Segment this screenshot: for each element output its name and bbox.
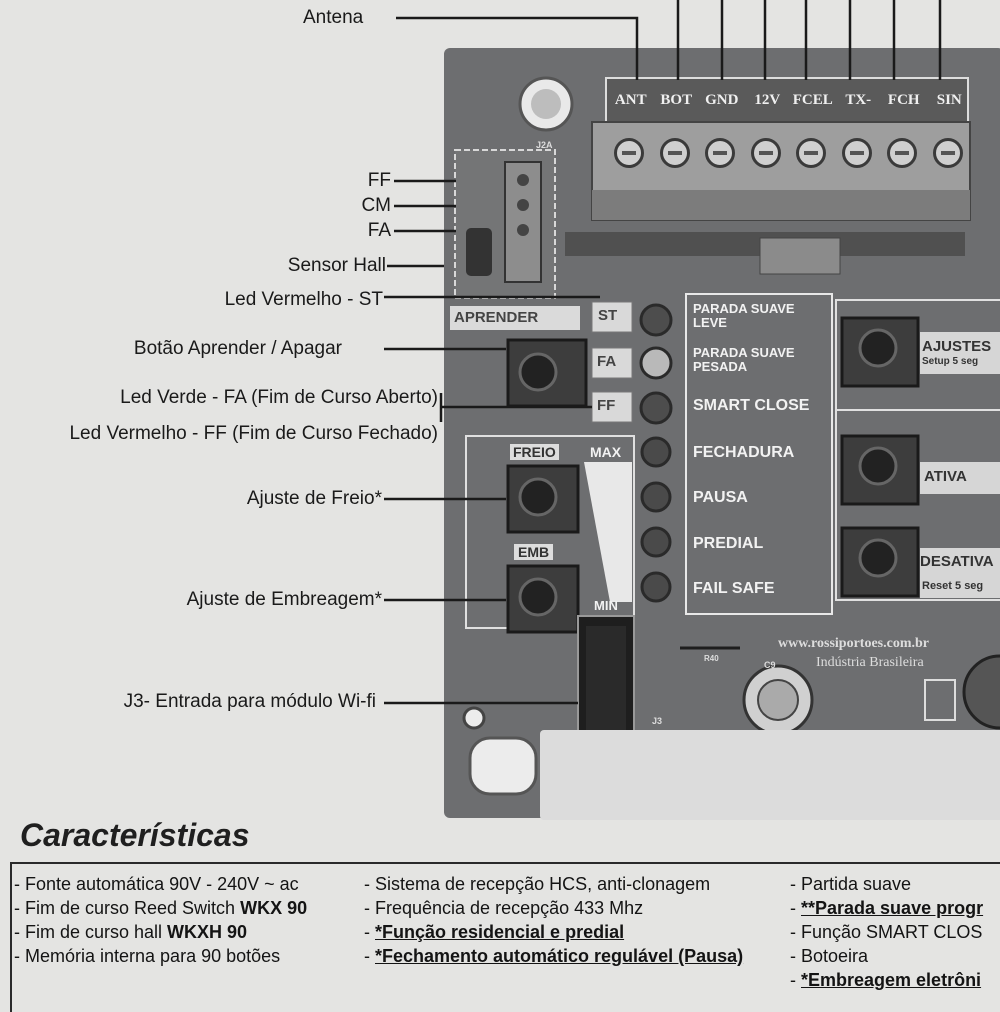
feature-item: - *Fechamento automático regulável (Paus… [364, 946, 744, 966]
desativa-sub-label: Reset 5 seg [922, 580, 984, 592]
function-smart-close: SMART CLOSE [693, 397, 810, 414]
terminal-screw [887, 138, 917, 168]
max-min-wedge [584, 462, 632, 602]
callout-lines [384, 0, 942, 705]
terminal-screw [796, 138, 826, 168]
aprender-label: APRENDER [454, 309, 539, 326]
terminal-screw [705, 138, 735, 168]
bottom-plate [540, 730, 1000, 820]
terminal-label-tx: TX- [845, 92, 872, 108]
led-label-st: ST [598, 307, 618, 324]
callout-cm: CM [361, 195, 391, 216]
function-list-frame [685, 293, 833, 615]
feature-item: - **Parada suave progr [790, 898, 984, 918]
callout-led-vermelho-st: Led Vermelho - ST [224, 289, 383, 310]
feature-item: - Fim de curso Reed Switch WKX 90 [14, 898, 308, 918]
callout-botao-aprender: Botão Aprender / Apagar [133, 338, 342, 359]
website-label: www.rossiportoes.com.br [778, 636, 930, 651]
ajustes-label: AJUSTES [922, 338, 992, 355]
led-st [639, 303, 673, 337]
feature-item: - *Função residencial e predial [364, 922, 625, 942]
terminal-screw [614, 138, 644, 168]
features-column-1: - Fonte automática 90V - 240V ~ ac - Fim … [14, 872, 307, 968]
j2a-label: J2A [536, 140, 553, 150]
features-box: - Fonte automática 90V - 240V ~ ac - Fim … [10, 862, 1000, 1012]
terminal-label-ant: ANT [614, 92, 647, 108]
function-predial: PREDIAL [693, 535, 764, 552]
callout-antena: Antena [303, 7, 364, 28]
terminal-screw [841, 138, 872, 168]
led-fa [639, 346, 673, 380]
j3-label: J3 [652, 716, 663, 726]
hall-sensor [466, 228, 492, 276]
terminal-label-gnd: GND [705, 92, 739, 108]
terminal-screw [659, 138, 690, 168]
callout-sensor-hall: Sensor Hall [287, 255, 386, 276]
feature-item: - Sistema de recepção HCS, anti-clonagem [364, 874, 711, 894]
feature-item: - Memória interna para 90 botões [14, 946, 281, 966]
aprender-plate [450, 306, 580, 330]
callout-j3-wifi: J3- Entrada para módulo Wi-fi [123, 691, 376, 712]
desativa-label: DESATIVA [920, 553, 994, 570]
callout-fa: FA [367, 220, 391, 241]
ativa-label: ATIVA [924, 468, 967, 485]
terminal-label-sin: SIN [936, 92, 962, 108]
callout-led-vermelho-ff: Led Vermelho - FF (Fim de Curso Fechado) [69, 423, 438, 444]
feature-item: - *Embreagem eletrôni [790, 970, 982, 990]
feature-item: - Fonte automática 90V - 240V ~ ac [14, 874, 299, 894]
led-label-ff: FF [597, 397, 616, 414]
terminal-label-fch: FCH [887, 92, 920, 108]
callout-ff: FF [367, 170, 391, 191]
terminal-label-strip [605, 77, 969, 123]
feature-item: - Partida suave [790, 874, 912, 894]
terminal-label-12v: 12V [754, 92, 781, 108]
c9-label: C9 [764, 660, 776, 670]
feature-item: - Frequência de recepção 433 Mhz [364, 898, 644, 918]
emb-label: EMB [514, 544, 554, 560]
freio-label: FREIO [510, 444, 559, 460]
feature-item: - Função SMART CLOS [790, 922, 983, 942]
function-pausa: PAUSA [693, 489, 748, 506]
min-label: MIN [594, 598, 618, 613]
led-ff [639, 391, 673, 425]
industria-label: Indústria Brasileira [816, 655, 924, 670]
r40-label: R40 [704, 654, 719, 663]
terminal-screw [932, 138, 963, 168]
callout-ajuste-freio: Ajuste de Freio* [246, 488, 382, 509]
terminal-label-bot: BOT [660, 92, 693, 108]
terminal-label-fcel: FCEL [792, 92, 833, 108]
callout-ajuste-embreagem: Ajuste de Embreagem* [186, 589, 382, 610]
features-title: Características [20, 817, 250, 853]
callout-led-verde-fa: Led Verde - FA (Fim de Curso Aberto) [120, 387, 438, 408]
feature-item: - Fim de curso hall WKXH 90 [14, 922, 248, 942]
function-fail-safe: FAIL SAFE [693, 580, 775, 597]
max-label: MAX [590, 444, 622, 460]
features-column-3: - Partida suave - **Parada suave progr - F… [790, 872, 983, 992]
features-column-2: - Sistema de recepção HCS, anti-clonagem… [364, 872, 743, 968]
led-label-fa: FA [597, 353, 617, 370]
function-parada-leve: PARADA SUAVE LEVE [693, 301, 795, 330]
feature-item: - Botoeira [790, 946, 869, 966]
terminal-screw [750, 138, 781, 168]
function-fechadura: FECHADURA [693, 444, 795, 461]
ajustes-sub-label: Setup 5 seg [922, 356, 979, 367]
function-parada-pesada: PARADA SUAVE PESADA [693, 345, 795, 374]
